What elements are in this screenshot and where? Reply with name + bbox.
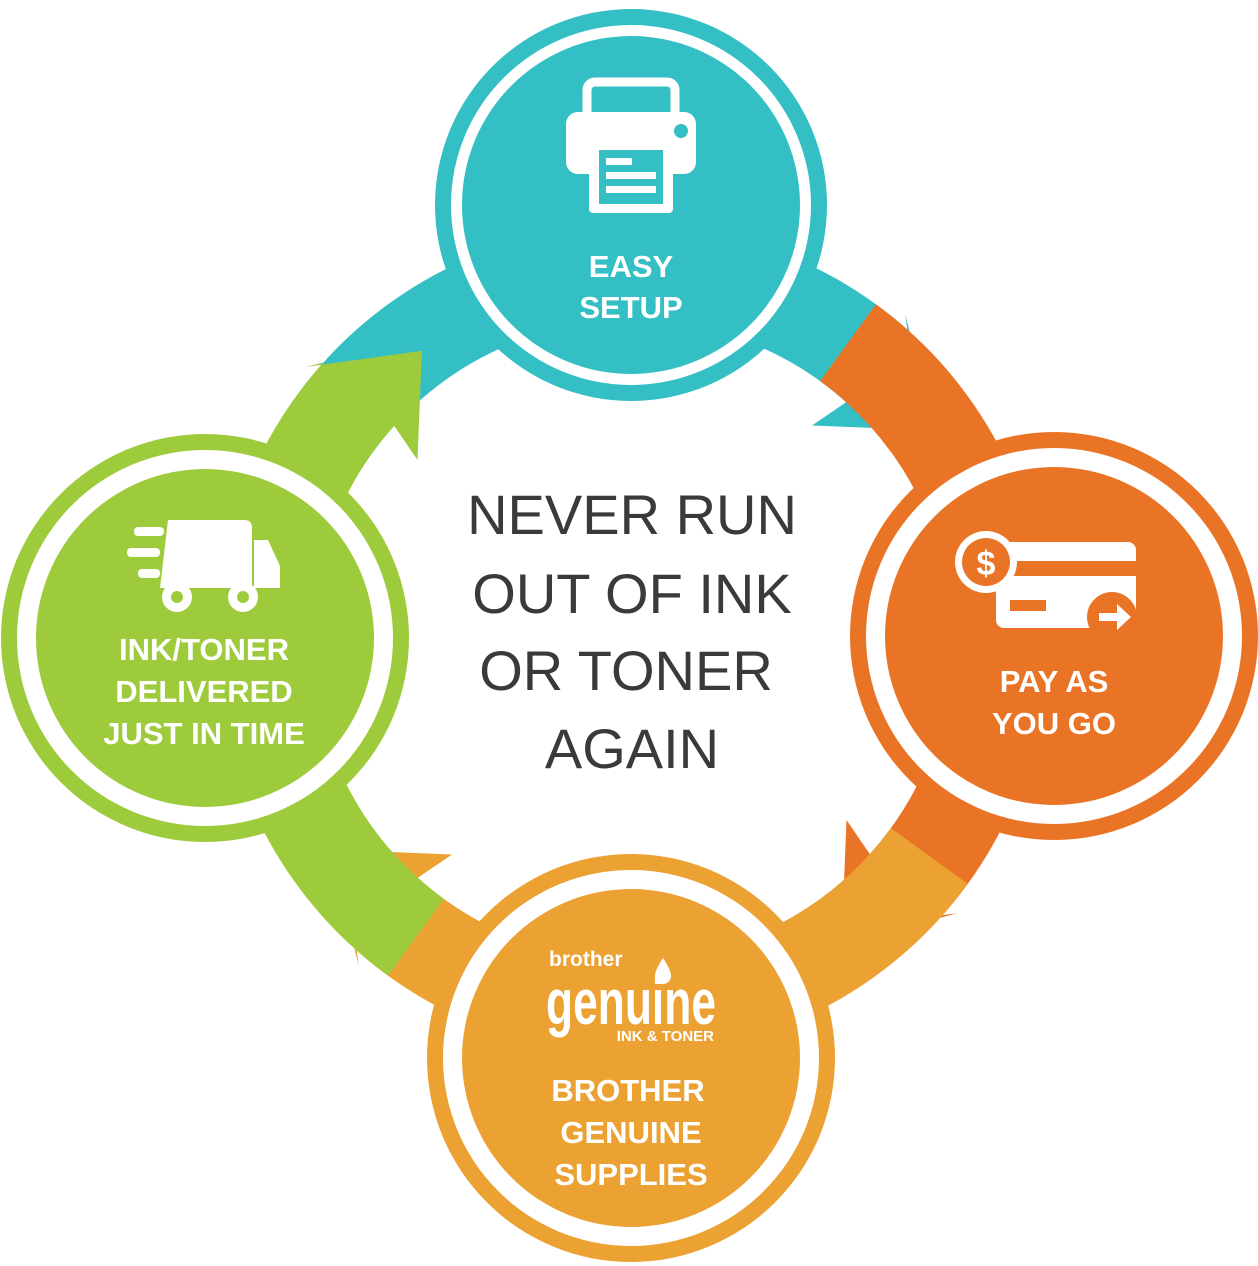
center-message: NEVER RUN OUT OF INK OR TONER AGAIN: [467, 483, 797, 780]
step-pay-as-you-go: $ PAY AS YOU GO: [850, 432, 1258, 840]
step-label-line-2: GENUINE: [560, 1115, 701, 1150]
svg-text:INK & TONER: INK & TONER: [617, 1028, 714, 1045]
step-label-line-1: EASY: [589, 249, 674, 284]
bubble-fill: [885, 467, 1223, 805]
center-line-3: OR TONER: [479, 639, 773, 702]
bubble-fill: [462, 889, 800, 1227]
step-label-line-3: JUST IN TIME: [103, 716, 305, 751]
printer-icon: [566, 77, 696, 213]
step-label-line-1: PAY AS: [1000, 664, 1109, 699]
bubble-fill: [36, 469, 374, 807]
svg-text:genuine: genuine: [546, 966, 716, 1038]
credit-card-dollar-icon: $: [955, 531, 1137, 642]
step-brother-genuine-supplies: brother genuine INK & TONER BROTHER GENU…: [427, 854, 835, 1262]
svg-text:$: $: [977, 545, 996, 583]
step-label-line-2: DELIVERED: [115, 674, 292, 709]
svg-text:brother: brother: [549, 948, 623, 971]
center-line-2: OUT OF INK: [472, 562, 791, 625]
center-line-1: NEVER RUN: [467, 483, 797, 546]
step-ink-toner-delivered: INK/TONER DELIVERED JUST IN TIME: [1, 434, 409, 842]
step-label-line-2: YOU GO: [992, 706, 1116, 741]
delivery-truck-icon: [127, 520, 280, 612]
brother-genuine-logo: brother genuine INK & TONER: [546, 948, 716, 1045]
step-label-line-3: SUPPLIES: [554, 1157, 707, 1192]
step-label-line-1: BROTHER: [551, 1073, 704, 1108]
step-easy-setup: EASY SETUP: [435, 9, 827, 401]
step-label-line-2: SETUP: [579, 290, 682, 325]
center-line-4: AGAIN: [545, 717, 719, 780]
step-label-line-1: INK/TONER: [119, 632, 289, 667]
